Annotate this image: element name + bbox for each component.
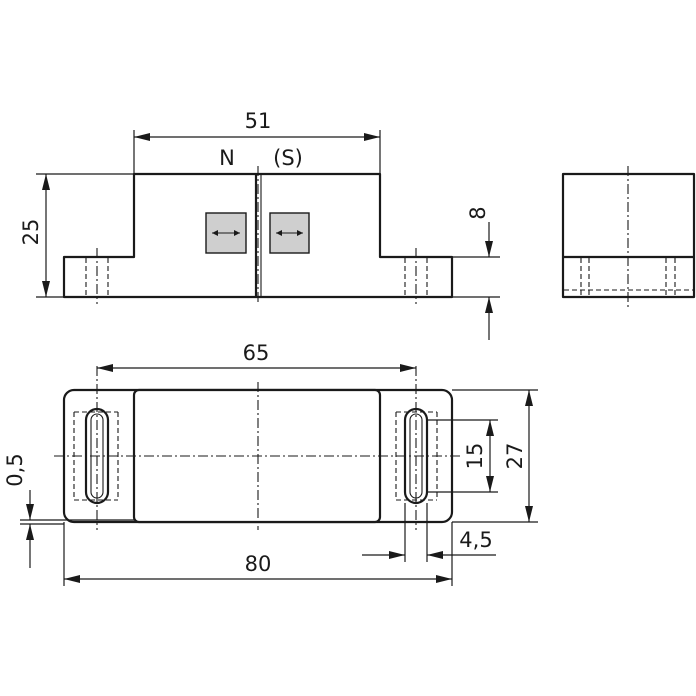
dimension-0-5-label: 0,5 <box>3 453 27 486</box>
dimension-65: 65 <box>97 341 416 372</box>
dimension-25-label: 25 <box>19 219 43 246</box>
dimension-80-label: 80 <box>245 552 272 576</box>
dimension-15-label: 15 <box>463 443 487 470</box>
side-view <box>561 166 696 308</box>
dimension-25: 25 <box>19 173 134 298</box>
dimension-80: 80 <box>63 522 453 586</box>
north-pole-window <box>205 212 247 254</box>
dimension-27-label: 27 <box>503 443 527 470</box>
front-view: N (S) 51 25 8 <box>19 109 500 340</box>
dimension-8: 8 <box>452 206 500 340</box>
top-view: 65 80 27 15 <box>3 341 538 586</box>
dimension-15: 15 <box>427 419 498 493</box>
dimension-4-5: 4,5 <box>362 503 496 562</box>
north-pole-label: N <box>219 146 235 170</box>
dimension-65-label: 65 <box>243 341 270 365</box>
dimension-0-5: 0,5 <box>3 453 134 568</box>
south-pole-label: (S) <box>273 146 303 170</box>
dimension-8-label: 8 <box>466 206 490 219</box>
dimension-51-label: 51 <box>245 109 272 133</box>
dimension-51: 51 <box>133 109 381 174</box>
dimension-27: 27 <box>452 389 538 523</box>
south-pole-window <box>269 212 310 254</box>
dimension-4-5-label: 4,5 <box>459 528 492 552</box>
